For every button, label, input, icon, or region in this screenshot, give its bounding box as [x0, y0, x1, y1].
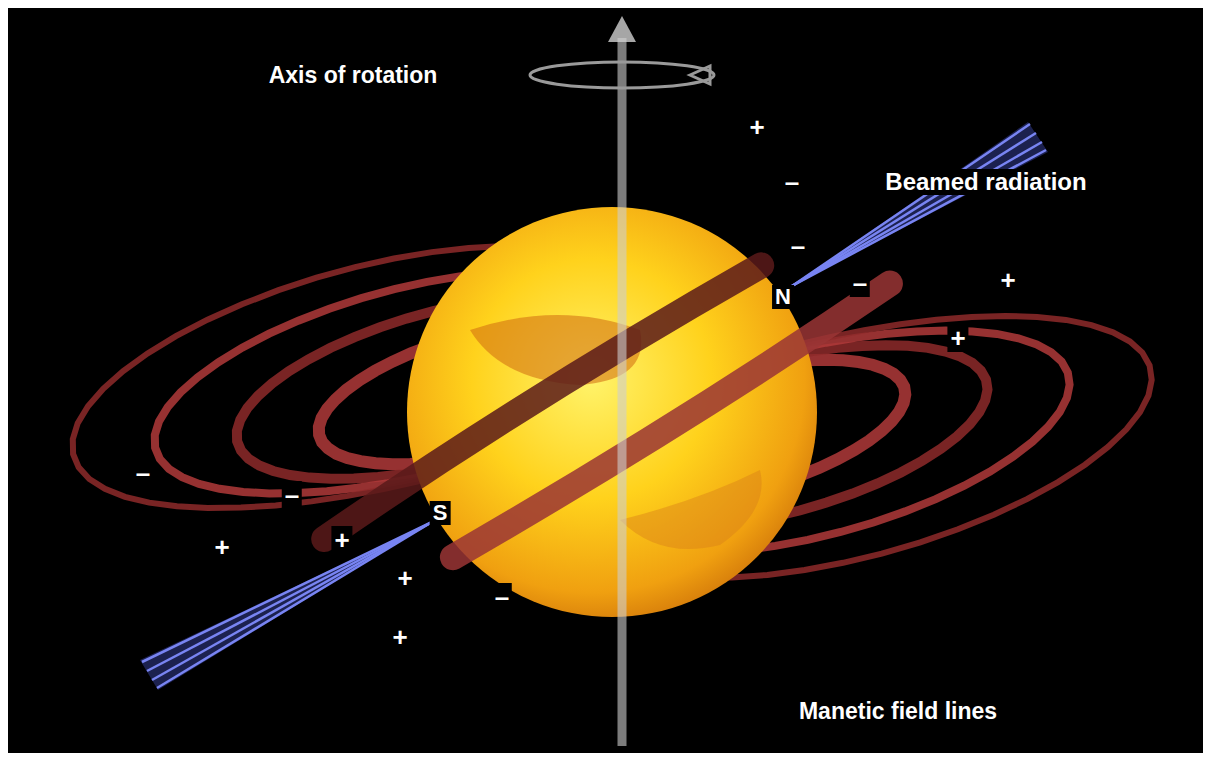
charge-sign: + — [211, 533, 232, 561]
axis-arrowhead — [608, 16, 636, 42]
charge-sign: + — [947, 324, 968, 352]
pole-label: S — [430, 501, 451, 525]
charge-sign: + — [389, 623, 410, 651]
charge-sign: + — [394, 564, 415, 592]
charge-sign: – — [850, 269, 870, 297]
charge-sign: – — [282, 481, 302, 509]
rotation-arrowhead — [690, 66, 710, 84]
axis-label: Axis of rotation — [266, 63, 441, 88]
pole-label: N — [772, 285, 794, 309]
charge-sign: + — [746, 113, 767, 141]
star-spot — [620, 470, 762, 549]
field-bands — [324, 265, 890, 557]
charge-sign: + — [997, 266, 1018, 294]
background — [8, 8, 1203, 753]
field-label: Manetic field lines — [796, 699, 1000, 724]
charge-sign: + — [331, 526, 352, 554]
charge-sign: – — [788, 232, 808, 260]
charge-sign: – — [782, 168, 802, 196]
beam-label: Beamed radiation — [882, 169, 1089, 195]
rotation-ellipse — [530, 62, 714, 88]
charge-sign: – — [492, 583, 512, 611]
field-band — [453, 284, 890, 558]
rotation-axis — [618, 38, 627, 746]
beam-south — [140, 522, 432, 690]
beam-north — [792, 122, 1048, 286]
charge-sign: – — [133, 459, 153, 487]
